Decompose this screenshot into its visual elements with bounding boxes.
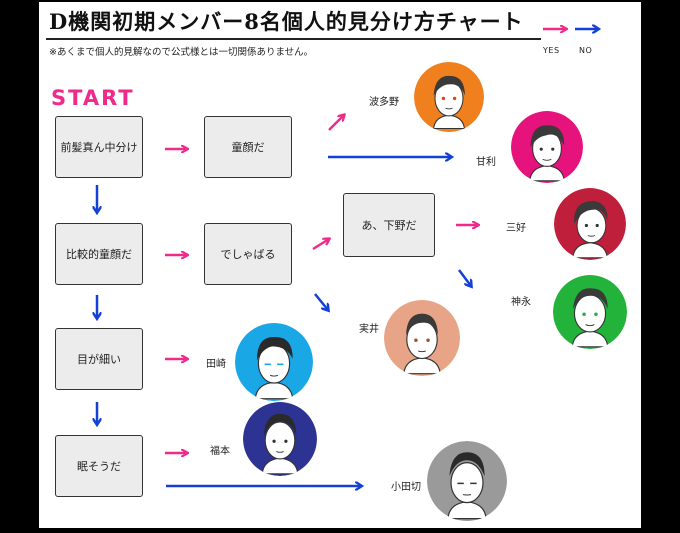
member-name-fukumoto: 福本 [210, 446, 230, 457]
member-name-hatano: 波多野 [369, 97, 399, 108]
question-box-babyface: 童顔だ [204, 116, 292, 178]
avatar-kaminaga [553, 275, 627, 349]
question-box-center-part: 前髪真ん中分け [55, 116, 143, 178]
no-arrow-q5-kaminaga [458, 269, 471, 286]
question-box-sleepy: 眠そうだ [55, 435, 143, 497]
avatar-tazaki [235, 323, 313, 401]
avatar-hatano [414, 62, 484, 132]
avatar-odagiri [427, 441, 507, 521]
flowchart-canvas: D機関初期メンバー8名個人的見分け方チャート ※あくまで個人的見解なので公式様と… [39, 2, 641, 528]
arrows-layer [39, 2, 641, 528]
question-box-pushy: でしゃばる [204, 223, 292, 285]
member-name-odagiri: 小田切 [391, 482, 421, 493]
yes-arrow-q4-q5 [312, 239, 329, 251]
start-label: START [51, 86, 135, 110]
avatar-fukumoto [243, 402, 317, 476]
question-box-shimono: あ、下野だ [343, 193, 435, 257]
avatar-amari [511, 111, 583, 183]
disclaimer-note: ※あくまで個人的見解なので公式様とは一切関係ありません。 [49, 47, 314, 58]
member-name-jitsui: 実井 [359, 324, 379, 335]
legend-yes-label: YES [543, 46, 560, 55]
member-name-tazaki: 田崎 [206, 359, 226, 370]
chart-title: D機関初期メンバー8名個人的見分け方チャート [49, 9, 524, 34]
legend-no-label: NO [579, 46, 593, 55]
question-box-narrow-eyes: 目が細い [55, 328, 143, 390]
question-box-somewhat-babyface: 比較的童顔だ [55, 223, 143, 285]
title-underline [46, 38, 541, 40]
avatar-jitsui [384, 300, 460, 376]
member-name-amari: 甘利 [476, 157, 496, 168]
no-arrow-q4-jitsui [314, 293, 328, 310]
yes-arrow-q2-hatano [328, 115, 344, 131]
member-name-kaminaga: 神永 [511, 297, 531, 308]
member-name-miyoshi: 三好 [506, 223, 526, 234]
avatar-miyoshi [554, 188, 626, 260]
